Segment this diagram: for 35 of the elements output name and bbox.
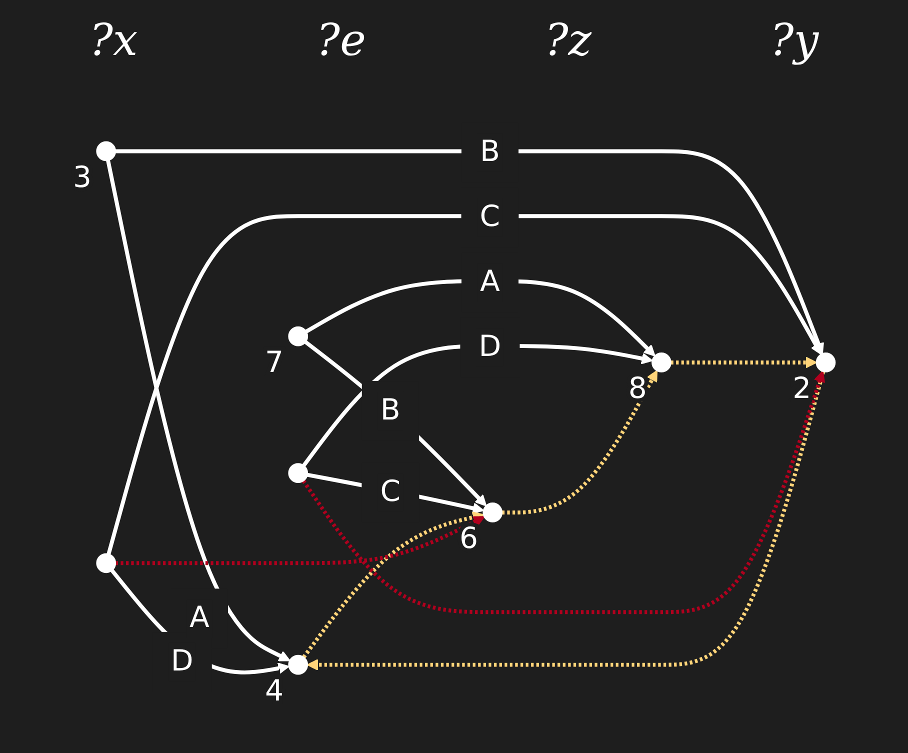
arrow	[115, 148, 824, 354]
arrow	[302, 511, 484, 658]
node-number: 3	[73, 159, 92, 194]
edge-label: A	[477, 262, 503, 302]
arrow	[115, 516, 485, 565]
node-circle	[482, 502, 503, 522]
arrow	[106, 159, 290, 661]
edge-label: A	[186, 598, 212, 638]
edge-label: C	[378, 472, 404, 511]
node-circle	[288, 654, 308, 674]
node-circle	[816, 352, 836, 372]
node-circle	[652, 352, 672, 372]
arrow	[306, 370, 826, 670]
node-circle	[96, 140, 116, 161]
node-number: 7	[265, 344, 284, 379]
column-heading: ?y	[770, 14, 819, 66]
edge-label: B	[477, 132, 503, 172]
node-number: 8	[628, 370, 647, 405]
arrow	[302, 370, 826, 614]
edge-label: B	[378, 391, 404, 430]
node-number: 2	[792, 370, 812, 405]
arrow	[502, 370, 658, 514]
arrow	[670, 356, 817, 368]
node-number: 6	[460, 520, 478, 555]
edge-label: D	[168, 642, 196, 681]
edge-label: D	[476, 328, 504, 366]
column-heading: ?e	[316, 14, 366, 66]
node-circle	[288, 326, 308, 346]
node-number: 4	[265, 673, 284, 708]
column-heading: ?x	[89, 14, 138, 66]
node-circle	[96, 552, 116, 573]
column-heading: ?z	[544, 14, 592, 66]
edge-label: C	[477, 198, 503, 236]
node-circle	[288, 462, 308, 482]
arrow	[106, 214, 822, 554]
